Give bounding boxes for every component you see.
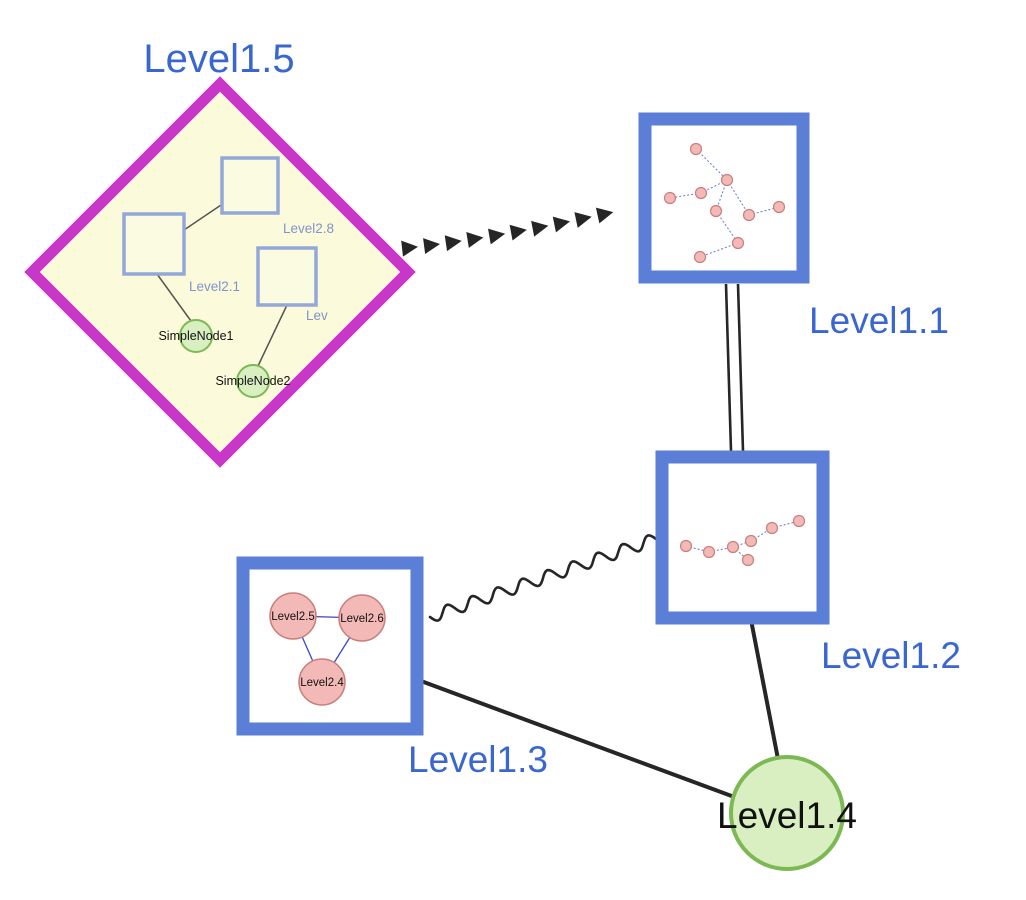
mini-node[interactable] [792,514,806,528]
sub-node-label: Level2.6 [340,613,383,625]
mini-node[interactable] [731,236,745,250]
inner-square-label: Lev [306,308,328,323]
mini-edge [726,179,750,216]
sub-node[interactable] [338,594,386,642]
mini-node[interactable] [689,142,703,156]
mini-node[interactable] [765,521,779,535]
mini-node[interactable] [720,173,734,187]
mini-node[interactable] [694,186,708,200]
simple-node-label: SimpleNode1 [158,329,233,343]
mini-edge [699,242,739,258]
arrow-dash-glyphs: ▶ ▶ ▶ ▶ ▶ ▶ ▶ ▶ ▶ ▶ [401,199,617,258]
mini-edge [695,148,728,181]
edge-level1-3-to-level1-2[interactable] [428,534,658,622]
edge-level1-1-to-level1-2[interactable] [724,283,733,452]
node-level1-4[interactable] [729,755,845,871]
inner-square-label: Level2.8 [283,221,334,236]
inner-square-node[interactable] [256,246,318,307]
sub-node-label: Level2.4 [300,677,344,689]
node-label-level1-1: Level1.1 [809,300,949,341]
node-label-level1-2: Level1.2 [821,635,961,676]
circle-shape-level1-4[interactable] [729,755,845,871]
sub-node-label: Level2.5 [271,611,314,623]
sub-node[interactable] [298,658,346,706]
simple-node[interactable] [179,319,213,353]
mini-node[interactable] [741,553,755,567]
edge-level1-2-to-level1-4[interactable] [750,623,780,761]
inner-square-label: Level2.1 [189,279,240,294]
mini-node[interactable] [679,539,693,553]
node-label-level1-5: Level1.5 [143,37,294,81]
mini-node[interactable] [709,204,723,218]
node-label-level1-4: Level1.4 [717,795,857,836]
mini-edge [732,540,752,548]
nodes-layer: Level2.8Level2.1LevSimpleNode1SimpleNode… [24,37,961,871]
inner-edge [257,304,288,367]
simple-node[interactable] [236,364,270,398]
edge-level1-5-to-level1-1[interactable]: ▶ ▶ ▶ ▶ ▶ ▶ ▶ ▶ ▶ ▶ [401,199,617,258]
mini-node[interactable] [744,534,758,548]
node-level1-1[interactable] [638,112,810,284]
diamond-shape-level1-5[interactable] [24,76,416,468]
inner-edge [156,273,192,322]
edge-level1-3-to-level1-4[interactable] [419,679,739,800]
mini-node[interactable] [693,250,707,264]
node-level1-5[interactable]: Level2.8Level2.1LevSimpleNode1SimpleNode… [24,76,416,468]
mini-node[interactable] [742,208,756,222]
inner-edge [183,202,225,231]
node-level1-2[interactable] [655,450,830,625]
mini-node[interactable] [702,545,716,559]
simple-node-label: SimpleNode2 [215,374,290,388]
mini-node[interactable] [726,540,740,554]
group-frame-level1-2[interactable] [655,450,830,625]
mini-node[interactable] [772,200,786,214]
mini-edge [715,210,739,244]
sub-node[interactable] [269,592,317,640]
mini-node[interactable] [663,191,677,205]
node-label-level1-3: Level1.3 [408,739,548,780]
inner-square-node[interactable] [122,212,186,276]
edge-level1-1-to-level1-2[interactable] [736,283,745,452]
inner-square-node[interactable] [220,156,280,215]
